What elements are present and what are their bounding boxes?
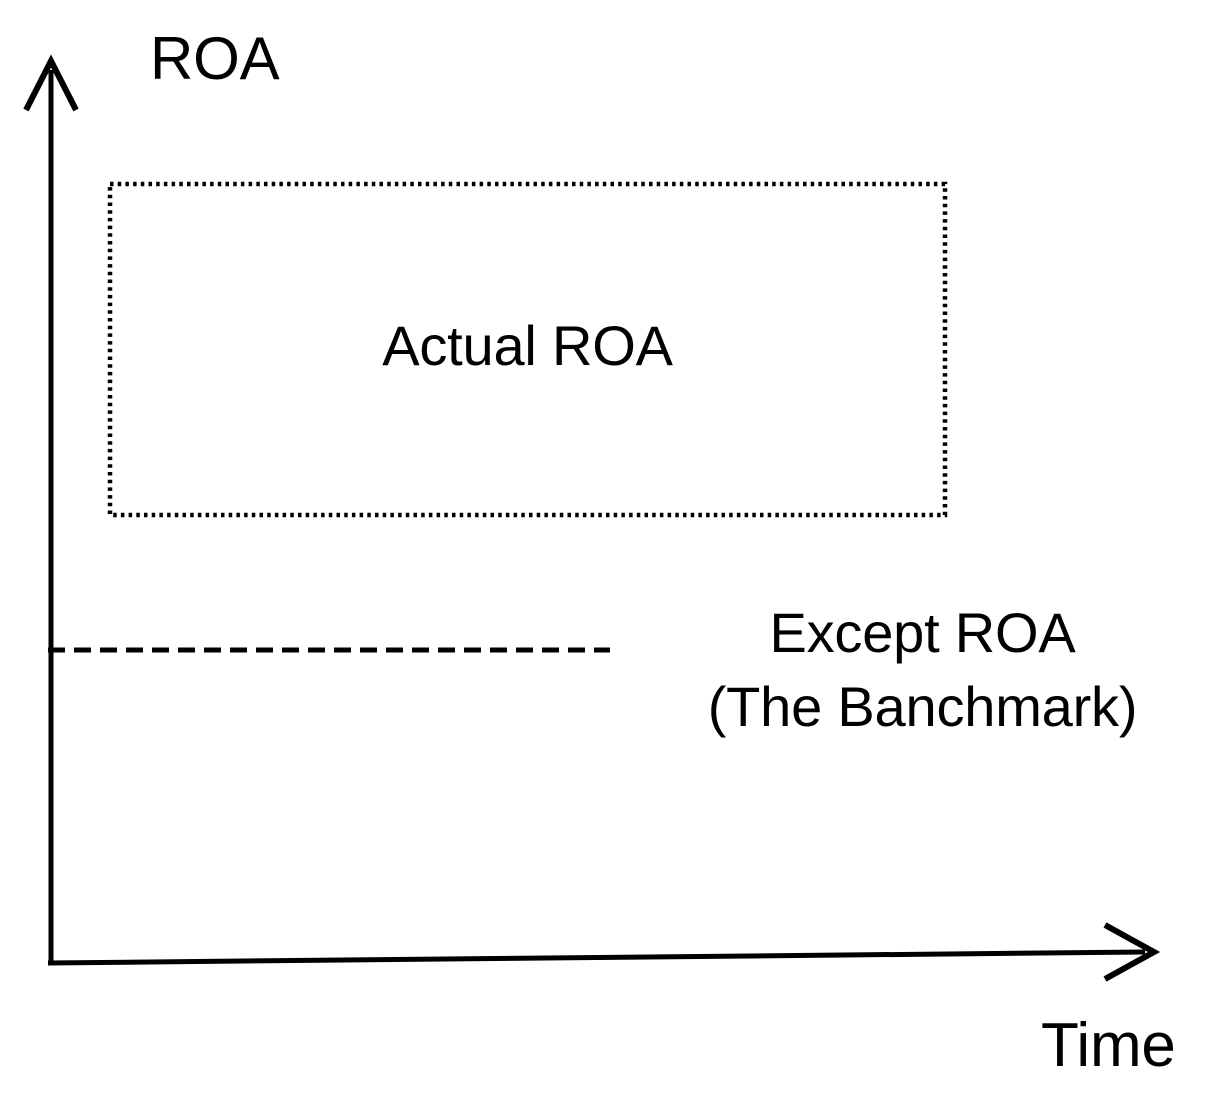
right-arrow-icon [1103,922,1161,982]
y-axis [23,54,79,965]
benchmark-annotation-line-2: (The Banchmark) [707,675,1138,738]
x-axis [47,922,1161,982]
actual-roa-label: Actual ROA [382,314,673,377]
actual-roa-region [107,181,948,518]
y-axis-label: ROA [150,25,280,92]
x-axis-label: Time [1041,1011,1176,1080]
benchmark-annotation: Except ROA (The Banchmark) [655,605,1190,735]
x-axis-line [47,949,1146,966]
up-arrow-icon [23,54,79,112]
benchmark-annotation-line-1: Except ROA [769,601,1076,664]
